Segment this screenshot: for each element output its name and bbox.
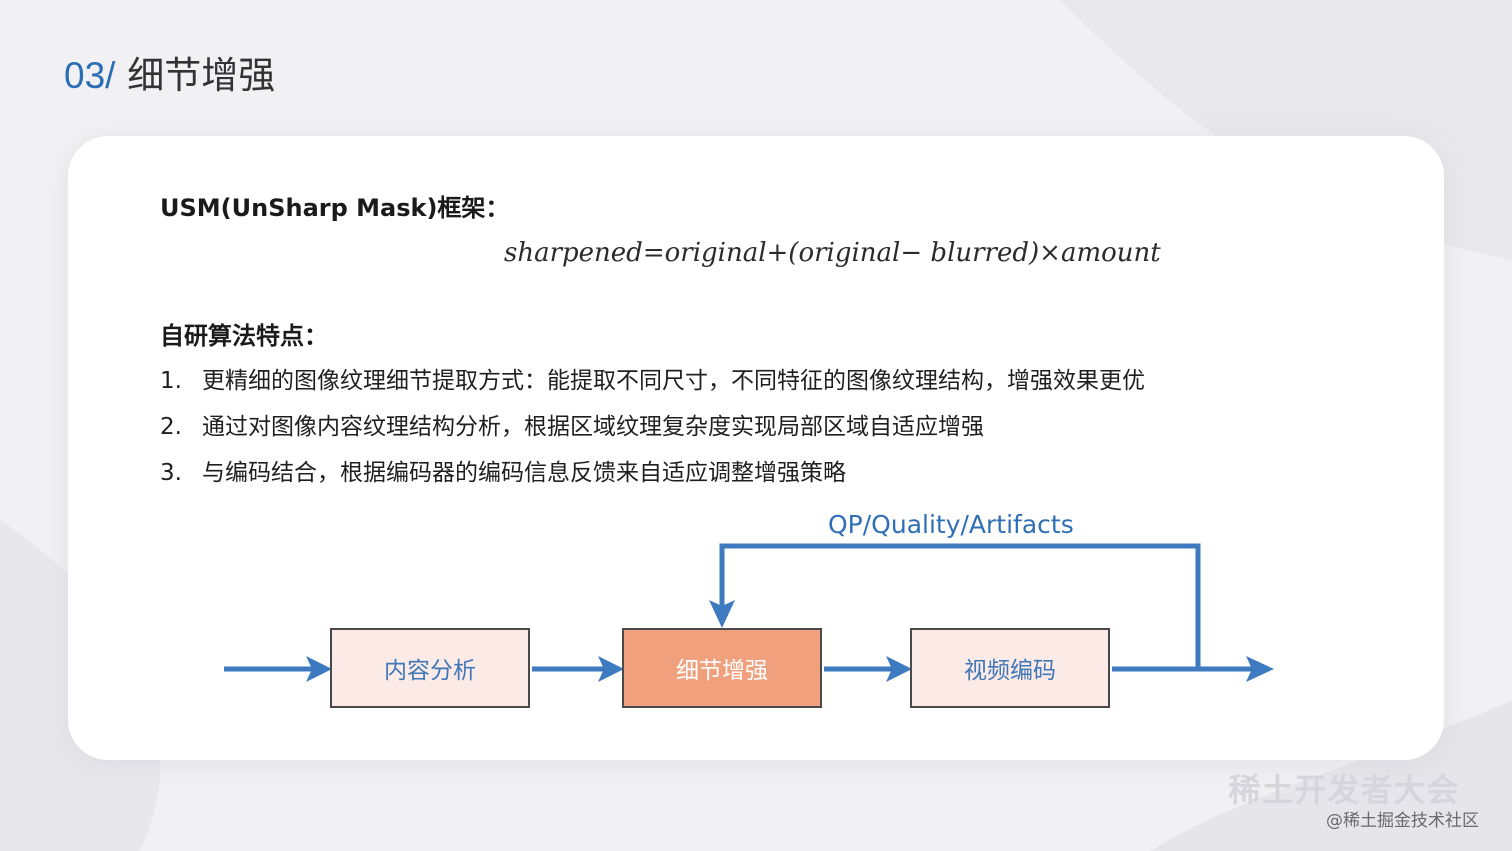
list-item: 3. 与编码结合，根据编码器的编码信息反馈来自适应调整增强策略: [160, 456, 1145, 502]
list-item-text: 更精细的图像纹理细节提取方式：能提取不同尺寸，不同特征的图像纹理结构，增强效果更…: [202, 368, 1145, 394]
detail-enhance-box: 细节增强: [622, 628, 822, 708]
slide-title: 03/ 细节增强: [64, 52, 275, 100]
input-arrow-head: [306, 656, 332, 682]
feedback-loop-line: [719, 543, 1201, 669]
list-item: 2. 通过对图像内容纹理结构分析，根据区域纹理复杂度实现局部区域自适应增强: [160, 410, 1145, 456]
arrow-head-2: [886, 656, 912, 682]
arrow-head-1: [598, 656, 624, 682]
features-heading: 自研算法特点：: [160, 322, 328, 350]
conference-logo: 稀土开发者大会: [1228, 771, 1460, 809]
output-arrow-head: [1246, 656, 1274, 682]
slide-number: 03/: [64, 55, 116, 96]
watermark: @稀土掘金技术社区: [1326, 811, 1479, 831]
list-item-index: 3.: [160, 460, 182, 486]
pipeline-diagram: [224, 543, 1274, 682]
list-item-text: 通过对图像内容纹理结构分析，根据区域纹理复杂度实现局部区域自适应增强: [202, 414, 984, 440]
usm-heading: USM(UnSharp Mask)框架：: [160, 194, 510, 222]
list-item-index: 2.: [160, 414, 182, 440]
content-analysis-box: 内容分析: [330, 628, 530, 708]
usm-formula: sharpened=original+(original− blurred)×a…: [504, 238, 1161, 268]
list-item: 1. 更精细的图像纹理细节提取方式：能提取不同尺寸，不同特征的图像纹理结构，增强…: [160, 364, 1145, 410]
list-item-text: 与编码结合，根据编码器的编码信息反馈来自适应调整增强策略: [202, 460, 846, 486]
feature-list: 1. 更精细的图像纹理细节提取方式：能提取不同尺寸，不同特征的图像纹理结构，增强…: [160, 364, 1145, 502]
slide-title-text: 细节增强: [127, 54, 276, 97]
feedback-label: QP/Quality/Artifacts: [828, 510, 1074, 539]
list-item-index: 1.: [160, 368, 182, 394]
feedback-arrow-head: [709, 600, 735, 628]
video-encode-box: 视频编码: [910, 628, 1110, 708]
content-card: USM(UnSharp Mask)框架： sharpened=original+…: [68, 136, 1444, 760]
